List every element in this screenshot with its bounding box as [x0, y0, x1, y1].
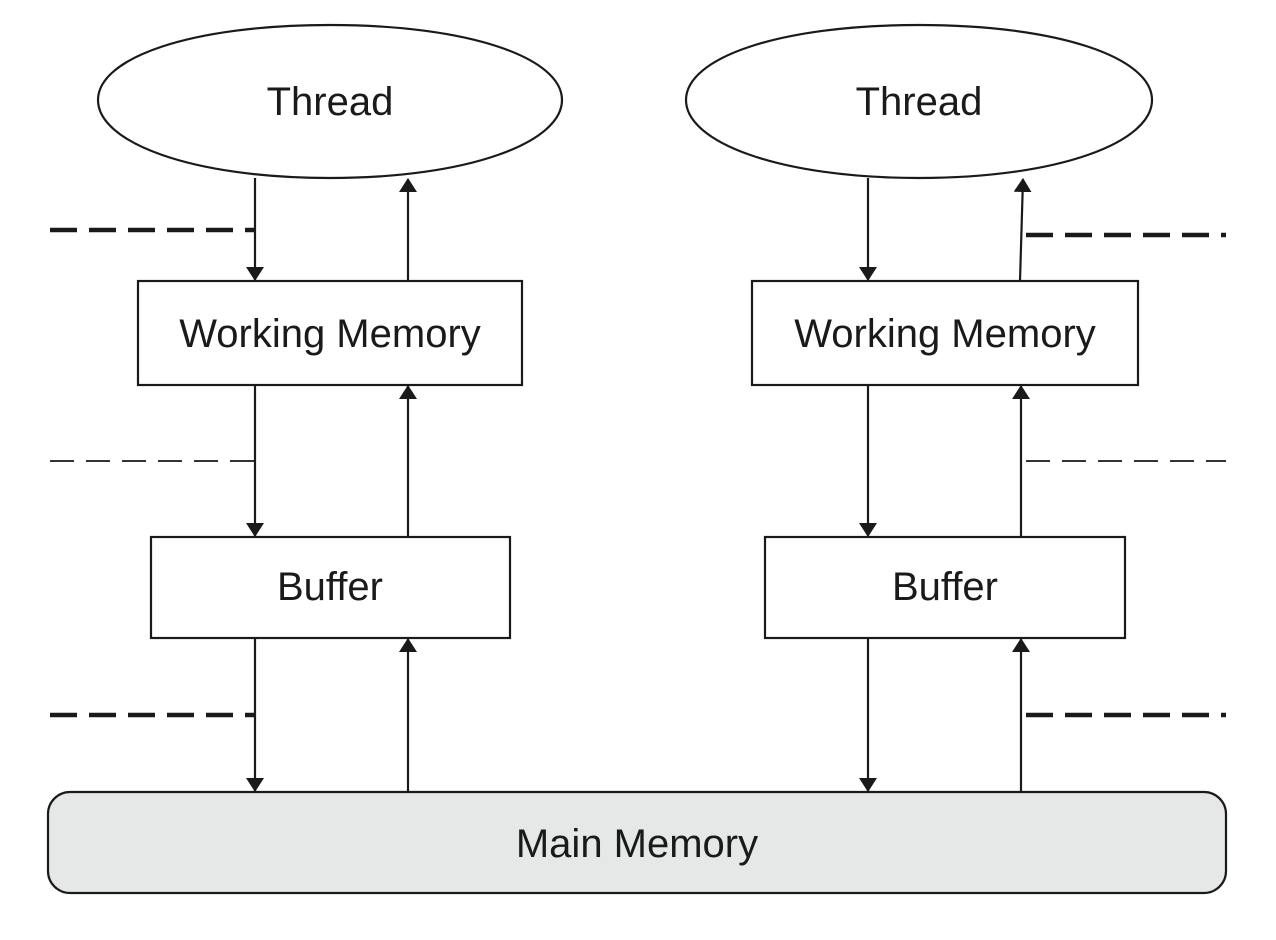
left-thread-label: Thread — [267, 80, 394, 124]
right-buffer-node: Buffer — [763, 535, 1127, 640]
left-working-memory-node: Working Memory — [136, 279, 524, 387]
right-thread-label: Thread — [856, 80, 983, 124]
right-buffer-label: Buffer — [892, 565, 998, 609]
left-thread-node: Thread — [96, 23, 564, 180]
main-memory-node: Main Memory — [46, 790, 1228, 895]
main-memory-label: Main Memory — [516, 822, 758, 866]
right-working-memory-label: Working Memory — [794, 312, 1096, 356]
left-buffer-node: Buffer — [149, 535, 512, 640]
right-arrow-working-memory-to-thread — [1013, 178, 1032, 282]
right-working-memory-node: Working Memory — [750, 279, 1140, 387]
left-working-memory-label: Working Memory — [179, 312, 481, 356]
left-buffer-label: Buffer — [277, 565, 383, 609]
right-thread-node: Thread — [684, 23, 1154, 180]
